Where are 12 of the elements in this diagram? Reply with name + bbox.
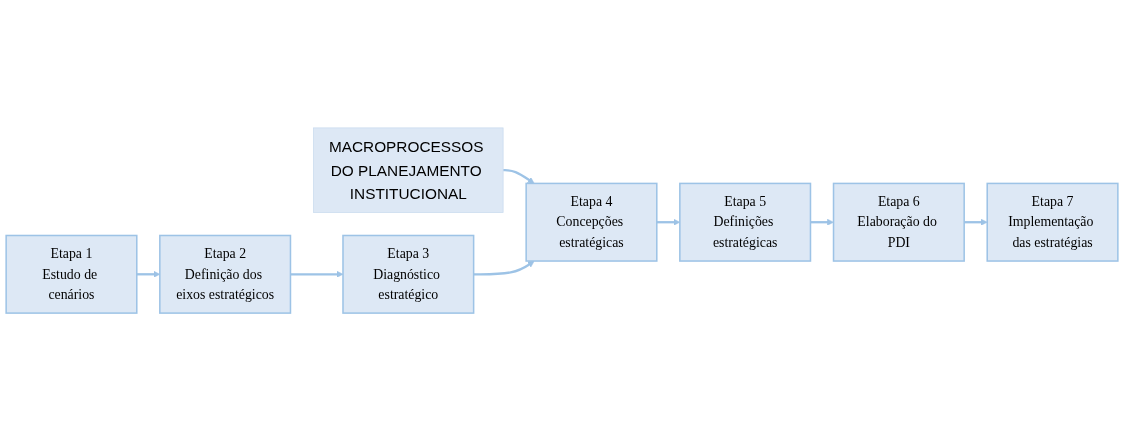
arrow <box>473 260 535 276</box>
node-box: Etapa 7 Implementação das estratégias <box>986 182 1119 262</box>
arrow <box>964 218 988 226</box>
node-box: Etapa 2 Definição dos eixos estratégicos <box>159 234 292 314</box>
node-box: Etapa 5 Definições estratégicas <box>679 182 812 262</box>
node-box: Etapa 4 Concepções estratégicas <box>525 182 658 262</box>
node-box: Etapa 6 Elaboração do PDI <box>832 182 965 262</box>
node-box: Etapa 1 Estudo de cenários <box>5 234 138 314</box>
arrow <box>503 169 535 184</box>
node-box: MACROPROCESSOS DO PLANEJAMENTO INSTITUCIONAL <box>313 127 504 213</box>
node-box: Etapa 3 Diagnóstico estratégico <box>342 234 475 314</box>
arrow <box>810 218 834 226</box>
